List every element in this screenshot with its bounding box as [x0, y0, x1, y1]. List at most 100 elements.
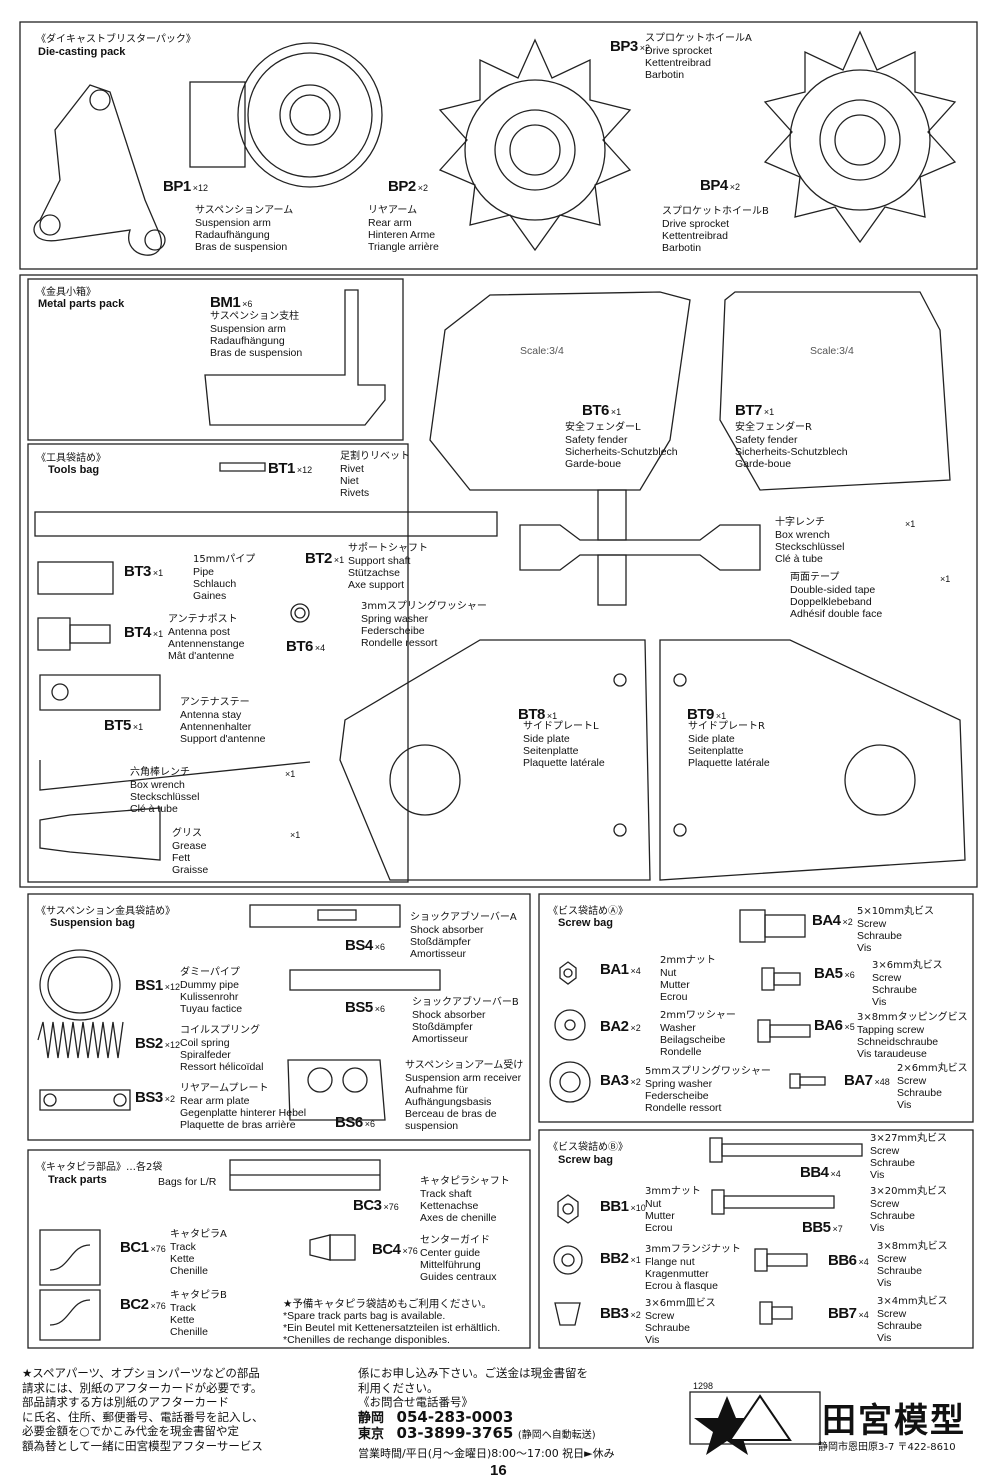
part-code: BS5	[345, 999, 373, 1016]
tool-item-jp: グリス	[172, 828, 202, 839]
part-label-group: BP1×12	[163, 178, 208, 196]
part-desc-line: Kulissenrohr	[180, 991, 239, 1003]
part-desc-line: 安全フェンダーL	[565, 422, 641, 433]
part-desc-line: Rear arm	[368, 217, 412, 229]
part-desc-line: 3×6mm丸ビス	[872, 960, 943, 971]
part-desc-line: Tapping screw	[857, 1024, 925, 1036]
part-qty: ×1	[715, 711, 727, 721]
part-desc-line: Rondelle ressort	[645, 1102, 722, 1114]
part-qty: ×1	[333, 555, 345, 565]
tool-item-jp: 両面テープ	[790, 572, 840, 583]
part-desc-line: Kettentreibrad	[662, 230, 728, 242]
tool-item-line: Box wrench	[130, 779, 185, 791]
part-desc-line: Support shaft	[348, 555, 411, 567]
part-qty: ×2	[729, 182, 740, 192]
part-label-group: BS5×6	[345, 999, 385, 1017]
part-label-group: BT7×1	[735, 402, 774, 420]
part-desc-line: Niet	[340, 475, 359, 487]
part-desc-line: Vis	[870, 1169, 885, 1181]
spare-line-3: *Ein Beutel mit Kettenersatzteilen ist e…	[283, 1322, 501, 1334]
part-label-group: BA1×4	[600, 961, 641, 979]
part-desc-line: Schneidschraube	[857, 1036, 939, 1048]
part-label-group: BP4×2	[700, 177, 740, 195]
part-desc-line: スプロケットホイールB	[662, 206, 769, 217]
part-code: BA3	[600, 1072, 629, 1089]
part-desc-line: Coil spring	[180, 1037, 230, 1049]
part-label-group: BA3×2	[600, 1072, 641, 1090]
part-desc-line: 3×20mm丸ビス	[870, 1186, 947, 1197]
part-qty: ×76	[383, 1202, 399, 1212]
part-code: BB5	[802, 1219, 831, 1236]
part-qty: ×6	[364, 1119, 375, 1129]
part-desc-line: Vis	[897, 1099, 912, 1111]
part-desc-line: Ecrou	[645, 1222, 673, 1234]
part-desc-line: Aufhängungsbasis	[405, 1096, 492, 1108]
part-qty: ×2	[417, 183, 428, 193]
part-code: BP3	[610, 38, 638, 55]
tool-item-qty: ×1	[290, 830, 301, 840]
part-desc-line: Vis	[877, 1332, 892, 1344]
metal-box	[19, 274, 978, 888]
part-desc-line: Drive sprocket	[662, 218, 730, 230]
part-desc-line: Chenille	[170, 1265, 208, 1277]
part-desc-line: サポートシャフト	[348, 543, 428, 554]
part-desc-line: 安全フェンダーR	[735, 422, 812, 433]
part-qty: ×1	[132, 722, 144, 732]
part-desc-line: 3×6mm皿ビス	[645, 1298, 716, 1309]
susp-title-jp: 《サスペンション金具袋詰め》	[36, 906, 176, 917]
tool-item-qty: ×1	[940, 574, 951, 584]
part-label-group: BT5×1	[104, 717, 143, 735]
part-qty: ×6	[242, 299, 253, 309]
part-desc-line: Suspension arm receiver	[405, 1072, 522, 1084]
part-desc-line: Screw	[877, 1253, 907, 1265]
part-desc-line: キャタピラA	[170, 1229, 227, 1240]
part-desc-line: Vis	[645, 1334, 660, 1346]
part-label-group: BC3×76	[353, 1197, 399, 1215]
part-desc-line: Shock absorber	[412, 1009, 486, 1021]
part-desc-line: 3×8mmタッピングビス	[857, 1012, 968, 1023]
business-hours: 営業時間/平日(月〜金曜日)8:00〜17:00 祝日►休み	[358, 1446, 615, 1460]
part-desc-line: ショックアブソーバーB	[412, 997, 519, 1008]
part-label-group: BB1×10	[600, 1198, 646, 1216]
footer-left-line: 必要金額を○でかこみ代金を現金書留や定	[22, 1424, 240, 1438]
part-desc-line: 3mmフランジナット	[645, 1244, 741, 1255]
part-label-group: BT3×1	[124, 563, 163, 581]
part-desc-line: アンテナポスト	[168, 614, 238, 625]
tool-item-line: Steckschlüssel	[775, 541, 845, 553]
part-desc-line: Kettenachse	[420, 1200, 479, 1212]
part-label-group: BA5×6	[814, 965, 855, 983]
part-desc-line: Ecrou	[660, 991, 688, 1003]
screwB-title-jp: 《ビス袋詰めⒷ》	[548, 1142, 628, 1153]
part-qty: ×76	[402, 1246, 418, 1256]
part-qty: ×12	[296, 465, 313, 475]
part-desc-line: Plaquette latérale	[523, 757, 605, 769]
part-code: BS1	[135, 977, 163, 994]
spare-line-2: *Spare track parts bag is available.	[283, 1310, 446, 1322]
phone-shizuoka: 054-283-0003	[396, 1407, 514, 1426]
part-desc-line: Beilagscheibe	[660, 1034, 726, 1046]
part-desc-line: Sicherheits-Schutzblech	[565, 446, 678, 458]
part-qty: ×1	[546, 711, 558, 721]
part-qty: ×4	[858, 1310, 869, 1320]
part-desc-line: キャタピラB	[170, 1290, 227, 1301]
tool-item-jp: 十字レンチ	[775, 517, 825, 528]
part-code: BS6	[335, 1114, 363, 1131]
part-desc-line: Vis	[877, 1277, 892, 1289]
part-desc-line: Stoßdämpfer	[412, 1021, 473, 1033]
footer-left-line: ★スペアパーツ、オプションパーツなどの部品	[22, 1366, 260, 1380]
part-desc-line: Stoßdämpfer	[410, 936, 471, 948]
antenna-rod	[34, 511, 498, 537]
footer-left-line: 額為替として一緒に田宮模型アフターサービス	[22, 1438, 263, 1453]
part-desc-line: Screw	[877, 1308, 907, 1320]
part-label-group: BB7×4	[828, 1305, 869, 1323]
